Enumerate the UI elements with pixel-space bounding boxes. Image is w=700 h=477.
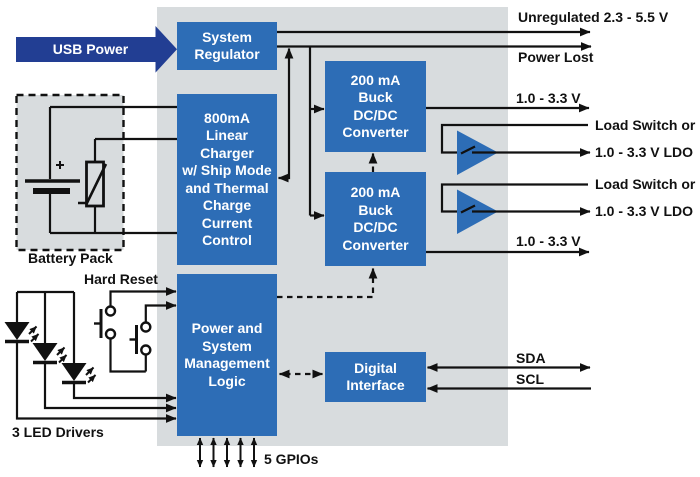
led-icons bbox=[4, 290, 177, 423]
label-sda: SDA bbox=[516, 350, 546, 366]
label-buck2-output: 1.0 - 3.3 V bbox=[516, 233, 581, 249]
load-switch-2-icon bbox=[440, 183, 591, 234]
label-buck1-output: 1.0 - 3.3 V bbox=[516, 90, 581, 106]
led-3-icon bbox=[61, 292, 177, 403]
usb-arrowhead bbox=[155, 26, 177, 73]
battery-wires bbox=[50, 105, 177, 235]
label-unregulated: Unregulated 2.3 - 5.5 V bbox=[518, 9, 669, 25]
led-2-icon bbox=[32, 292, 177, 413]
battery-icon bbox=[25, 107, 80, 233]
gpio-arrows bbox=[196, 437, 258, 468]
wire-rail-to-bucks bbox=[308, 46, 325, 220]
label-load-switch-1: Load Switch or bbox=[595, 117, 696, 133]
block-linear-charger: 800mA Linear Charger w/ Ship Mode and Th… bbox=[177, 94, 277, 265]
block-power-management-logic: Power and System Management Logic bbox=[177, 274, 277, 436]
load-switch-1-icon bbox=[440, 123, 591, 175]
block-buck-converter-1: 200 mA Buck DC/DC Converter bbox=[325, 61, 426, 152]
label-battery-pack: Battery Pack bbox=[28, 250, 113, 266]
label-scl: SCL bbox=[516, 371, 544, 387]
push-button-2-icon bbox=[129, 301, 177, 372]
label-led-drivers: 3 LED Drivers bbox=[12, 424, 104, 440]
battery-pack-box bbox=[15, 93, 125, 252]
label-power-lost: Power Lost bbox=[518, 49, 594, 65]
label-gpios: 5 GPIOs bbox=[264, 451, 319, 467]
led-1-icon bbox=[4, 292, 177, 423]
label-ldo-2: 1.0 - 3.3 V LDO bbox=[595, 203, 694, 219]
thermistor-icon bbox=[78, 139, 108, 233]
block-buck-converter-2: 200 mA Buck DC/DC Converter bbox=[325, 172, 426, 266]
block-system-regulator: System Regulator bbox=[177, 22, 277, 70]
label-hard-reset: Hard Reset bbox=[84, 271, 158, 287]
usb-power-arrow: USB Power bbox=[16, 36, 156, 62]
label-ldo-1: 1.0 - 3.3 V LDO bbox=[595, 144, 694, 160]
usb-power-label: USB Power bbox=[52, 41, 129, 58]
label-load-switch-2: Load Switch or bbox=[595, 176, 696, 192]
push-button-1-icon bbox=[94, 287, 177, 373]
wire-charger-rail bbox=[277, 47, 294, 183]
dashed-control-lines bbox=[277, 152, 378, 299]
block-digital-interface: Digital Interface bbox=[325, 352, 426, 402]
